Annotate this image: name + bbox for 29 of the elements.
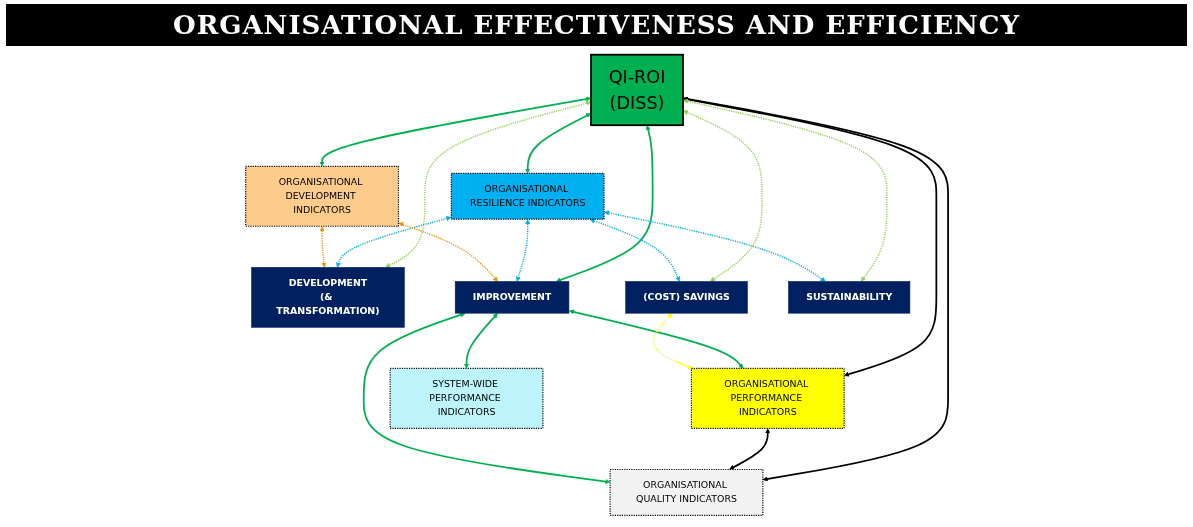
node-box: SUSTAINABILITY (787, 281, 910, 314)
node-box: SYSTEM-WIDE PERFORMANCE INDICATORS (389, 367, 544, 429)
arrow (568, 309, 743, 369)
node-box: DEVELOPMENT (& TRANSFORMATION) (250, 267, 405, 328)
arrow (319, 226, 327, 268)
arrow (728, 428, 770, 470)
node-box: ORGANISATIONAL RESILIENCE INDICATORS (450, 172, 605, 220)
node-box: ORGANISATIONAL DEVELOPMENT INDICATORS (244, 165, 399, 227)
node-box: ORGANISATIONAL QUALITY INDICATORS (609, 468, 764, 516)
title-banner: ORGANISATIONAL EFFECTIVENESS AND EFFICIENCY (6, 4, 1187, 46)
arrow (524, 113, 591, 174)
node-box: (COST) SAVINGS (624, 281, 748, 314)
node-box: ORGANISATIONAL PERFORMANCE INDICATORS (690, 367, 845, 429)
arrow (335, 216, 451, 268)
arrow (463, 313, 498, 369)
arrow (589, 218, 680, 282)
arrow (603, 210, 826, 282)
arrow (362, 312, 610, 485)
arrow (682, 110, 763, 282)
arrow (319, 96, 591, 167)
arrow (682, 96, 949, 482)
arrow (555, 125, 654, 283)
arrow (682, 98, 888, 282)
node-box: QI-ROI (DISS) (589, 53, 684, 127)
node-box: IMPROVEMENT (454, 281, 569, 314)
arrow (398, 222, 498, 282)
arrow (515, 219, 530, 282)
arrow (652, 313, 693, 370)
arrow (384, 100, 591, 268)
